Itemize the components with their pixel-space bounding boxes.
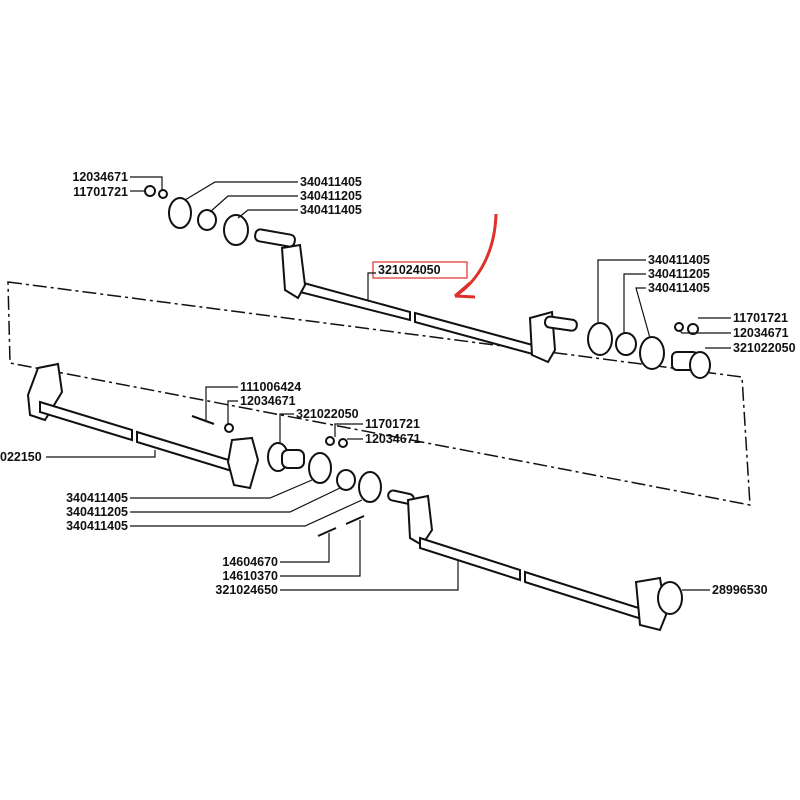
bottom-shaft-assembly [387,489,683,632]
part-label: 14604670 [222,555,278,569]
flange [168,197,192,229]
hub [281,449,305,469]
part-label: 12034671 [365,432,421,446]
part-label: 340411405 [648,281,710,295]
part-label: 28996530 [712,583,768,597]
nut [325,436,335,446]
part-label: 12034671 [733,326,789,340]
left-shaft-assembly [26,362,260,490]
part-label: 11701721 [73,185,128,199]
part-label: 321022050 [296,407,359,421]
part-label: 340411405 [66,491,128,505]
washer [158,189,168,199]
pin [317,527,337,537]
nut [144,185,156,197]
top-shaft-assembly [254,228,578,364]
part-label: 14610370 [222,569,278,583]
highlight-box [372,261,468,279]
highlight-arrow [454,213,498,299]
assembly-frame [7,281,751,506]
washer [224,423,234,433]
washer [338,438,348,448]
part-label: 340411405 [300,203,362,217]
part-label: 022150 [0,450,42,464]
part-label: 340411205 [648,267,710,281]
part-label: 340411405 [300,175,362,189]
part-label: 321024650 [215,583,278,597]
flange [358,471,382,503]
part-label: 11701721 [365,417,420,431]
part-label: 340411405 [648,253,710,267]
flange [223,214,249,246]
leader-lines [46,176,731,591]
highlighted-part-label: 321024050 [378,263,441,277]
part-label: 340411405 [66,519,128,533]
part-label: 12034671 [72,170,128,184]
bushing [336,469,356,491]
part-label: 340411205 [300,189,362,203]
nut [687,323,699,335]
bushing [197,209,217,231]
part-label: 11701721 [733,311,788,325]
flange [587,322,613,356]
part-label: 321022050 [733,341,796,355]
part-label: 111006424 [240,380,301,394]
hub-flange [689,351,711,379]
flange [639,336,665,370]
pin [345,515,365,525]
flange [308,452,332,484]
bolt [191,415,215,425]
part-label: 340411205 [66,505,128,519]
washer [674,322,684,332]
bushing [615,332,637,356]
part-label: 12034671 [240,394,296,408]
